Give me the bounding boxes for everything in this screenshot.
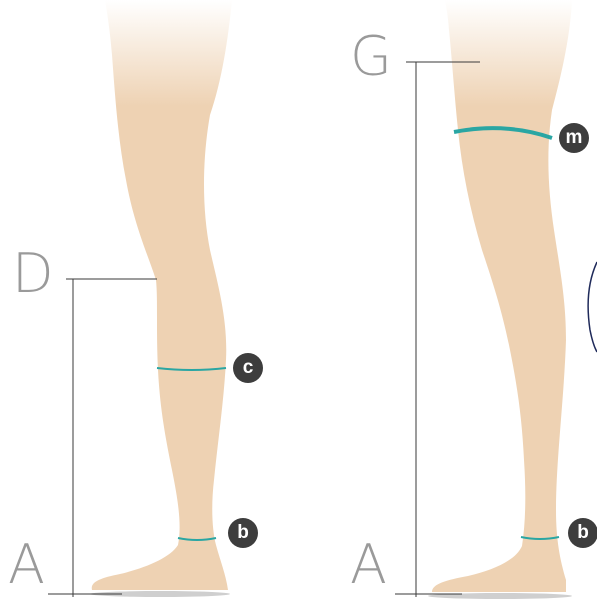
left-leg-shape: [92, 0, 232, 590]
left-leg: [48, 0, 232, 597]
circumference-badge-b-right: b: [568, 518, 597, 548]
partial-circle-outline: [588, 262, 597, 352]
right-height-label-top: G: [350, 30, 392, 84]
right-height-label-bottom: A: [350, 538, 387, 592]
right-leg: [395, 0, 572, 599]
left-height-label-top: D: [12, 247, 54, 301]
circumference-badge-c: c: [233, 353, 263, 383]
circumference-badge-b-left: b: [228, 518, 258, 548]
circumference-badge-m: m: [559, 123, 589, 153]
left-height-label-bottom: A: [8, 538, 45, 592]
right-leg-shape: [432, 0, 572, 592]
